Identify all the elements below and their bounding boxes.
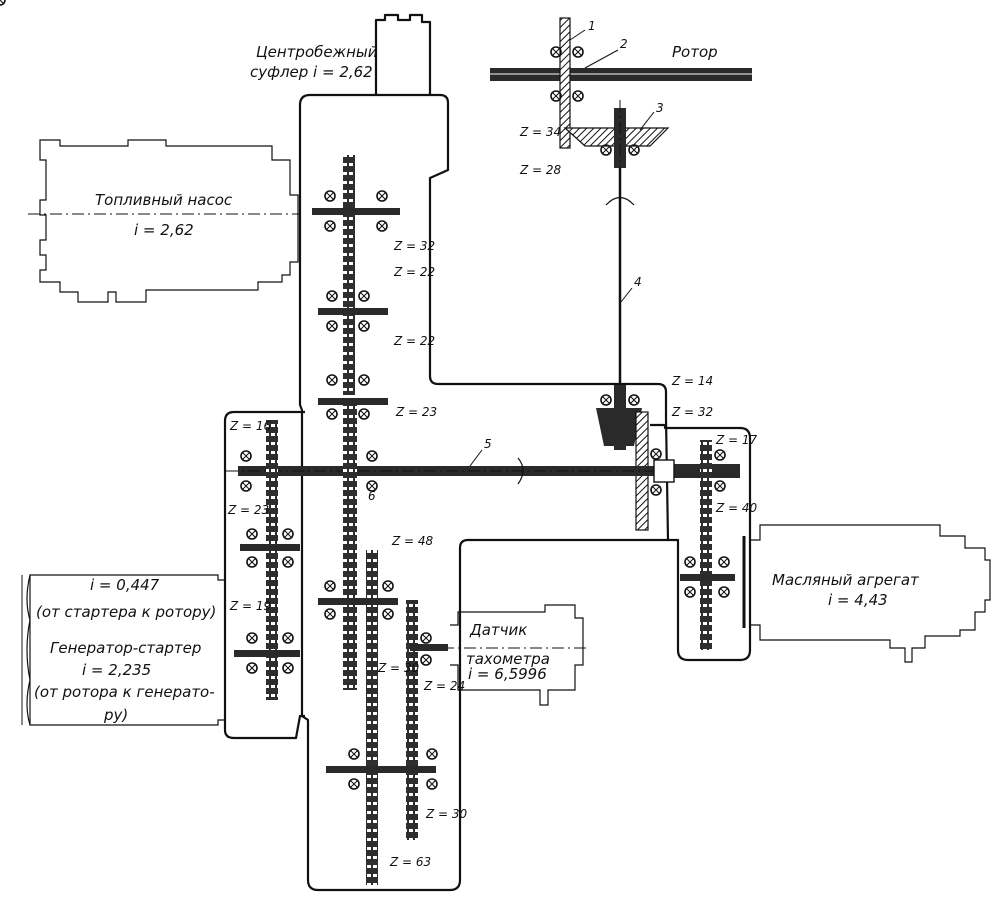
fuel-pump-ratio: i = 2,62 [134, 221, 194, 239]
fuel-pump-outline [39, 139, 299, 303]
teeth-z14: Z = 14 [671, 374, 713, 388]
teeth-z32-bevel: Z = 32 [671, 405, 713, 419]
gear-z48 [343, 400, 357, 690]
teeth-z23-b: Z = 23 [227, 503, 269, 517]
housing-left-section [223, 410, 305, 740]
teeth-z19: Z = 19 [229, 599, 271, 613]
countershafts [234, 208, 735, 773]
fuel-pump-label: Топливный насос [95, 191, 233, 209]
bearings [0, 0, 730, 790]
teeth-z32-top: Z = 32 [393, 239, 435, 253]
sensor-ratio: i = 6,5996 [468, 665, 547, 683]
teeth-z22-b: Z = 22 [393, 334, 435, 348]
gen-name: Генератор-стартер [50, 639, 201, 657]
sensor-label-2: тахометра [466, 650, 550, 668]
gen-ratio-1: i = 0,447 [90, 576, 160, 594]
breather-ratio: суфлер i = 2,62 [250, 63, 373, 81]
teeth-z16: Z = 16 [229, 419, 272, 433]
rotor-label: Ротор [672, 43, 718, 61]
gear-z32 [343, 155, 355, 395]
generator-starter-outline [29, 574, 225, 726]
teeth-z22-a: Z = 22 [393, 265, 435, 279]
part-number-6: 6 [368, 489, 376, 503]
gen-ratio-2: i = 2,235 [82, 661, 151, 679]
gear-z24 [406, 600, 418, 840]
bevel-gear-1 [559, 17, 571, 149]
part-number-5: 5 [484, 437, 492, 451]
breather-housing [374, 13, 432, 95]
teeth-z34: Z = 34 [519, 125, 561, 139]
breather-label: Центробежный [256, 43, 378, 61]
gear-z16 [266, 420, 278, 700]
gear-z30a [366, 550, 378, 885]
gear-z40 [700, 440, 712, 650]
part-number-4: 4 [634, 275, 642, 289]
oil-unit-outline [750, 524, 991, 663]
gen-ratio-2-note: (от ротора к генерато- [34, 683, 215, 701]
teeth-z40: Z = 40 [715, 501, 758, 515]
oil-unit-ratio: i = 4,43 [828, 591, 888, 609]
housing-main-body [298, 93, 670, 892]
teeth-z28: Z = 28 [519, 163, 562, 177]
tachometer-sensor-outline [450, 604, 584, 706]
part-number-1: 1 [588, 19, 596, 33]
gen-ratio-2-note-2: ру) [103, 706, 128, 724]
housing-right-section [650, 423, 752, 662]
teeth-z17: Z = 17 [715, 433, 758, 447]
sensor-label: Датчик [469, 621, 527, 639]
oil-unit-label: Масляный агрегат [772, 571, 920, 589]
teeth-z30-b: Z = 30 [425, 807, 468, 821]
teeth-z24: Z = 24 [423, 679, 465, 693]
teeth-z23-a: Z = 23 [395, 405, 437, 419]
teeth-z63: Z = 63 [389, 855, 431, 869]
gen-ratio-1-note: (от стартера к ротору) [36, 603, 216, 621]
part-number-3: 3 [656, 101, 664, 115]
part-number-2: 2 [620, 37, 628, 51]
teeth-z30-a: Z = 30 [377, 661, 420, 675]
teeth-z48: Z = 48 [391, 534, 434, 548]
